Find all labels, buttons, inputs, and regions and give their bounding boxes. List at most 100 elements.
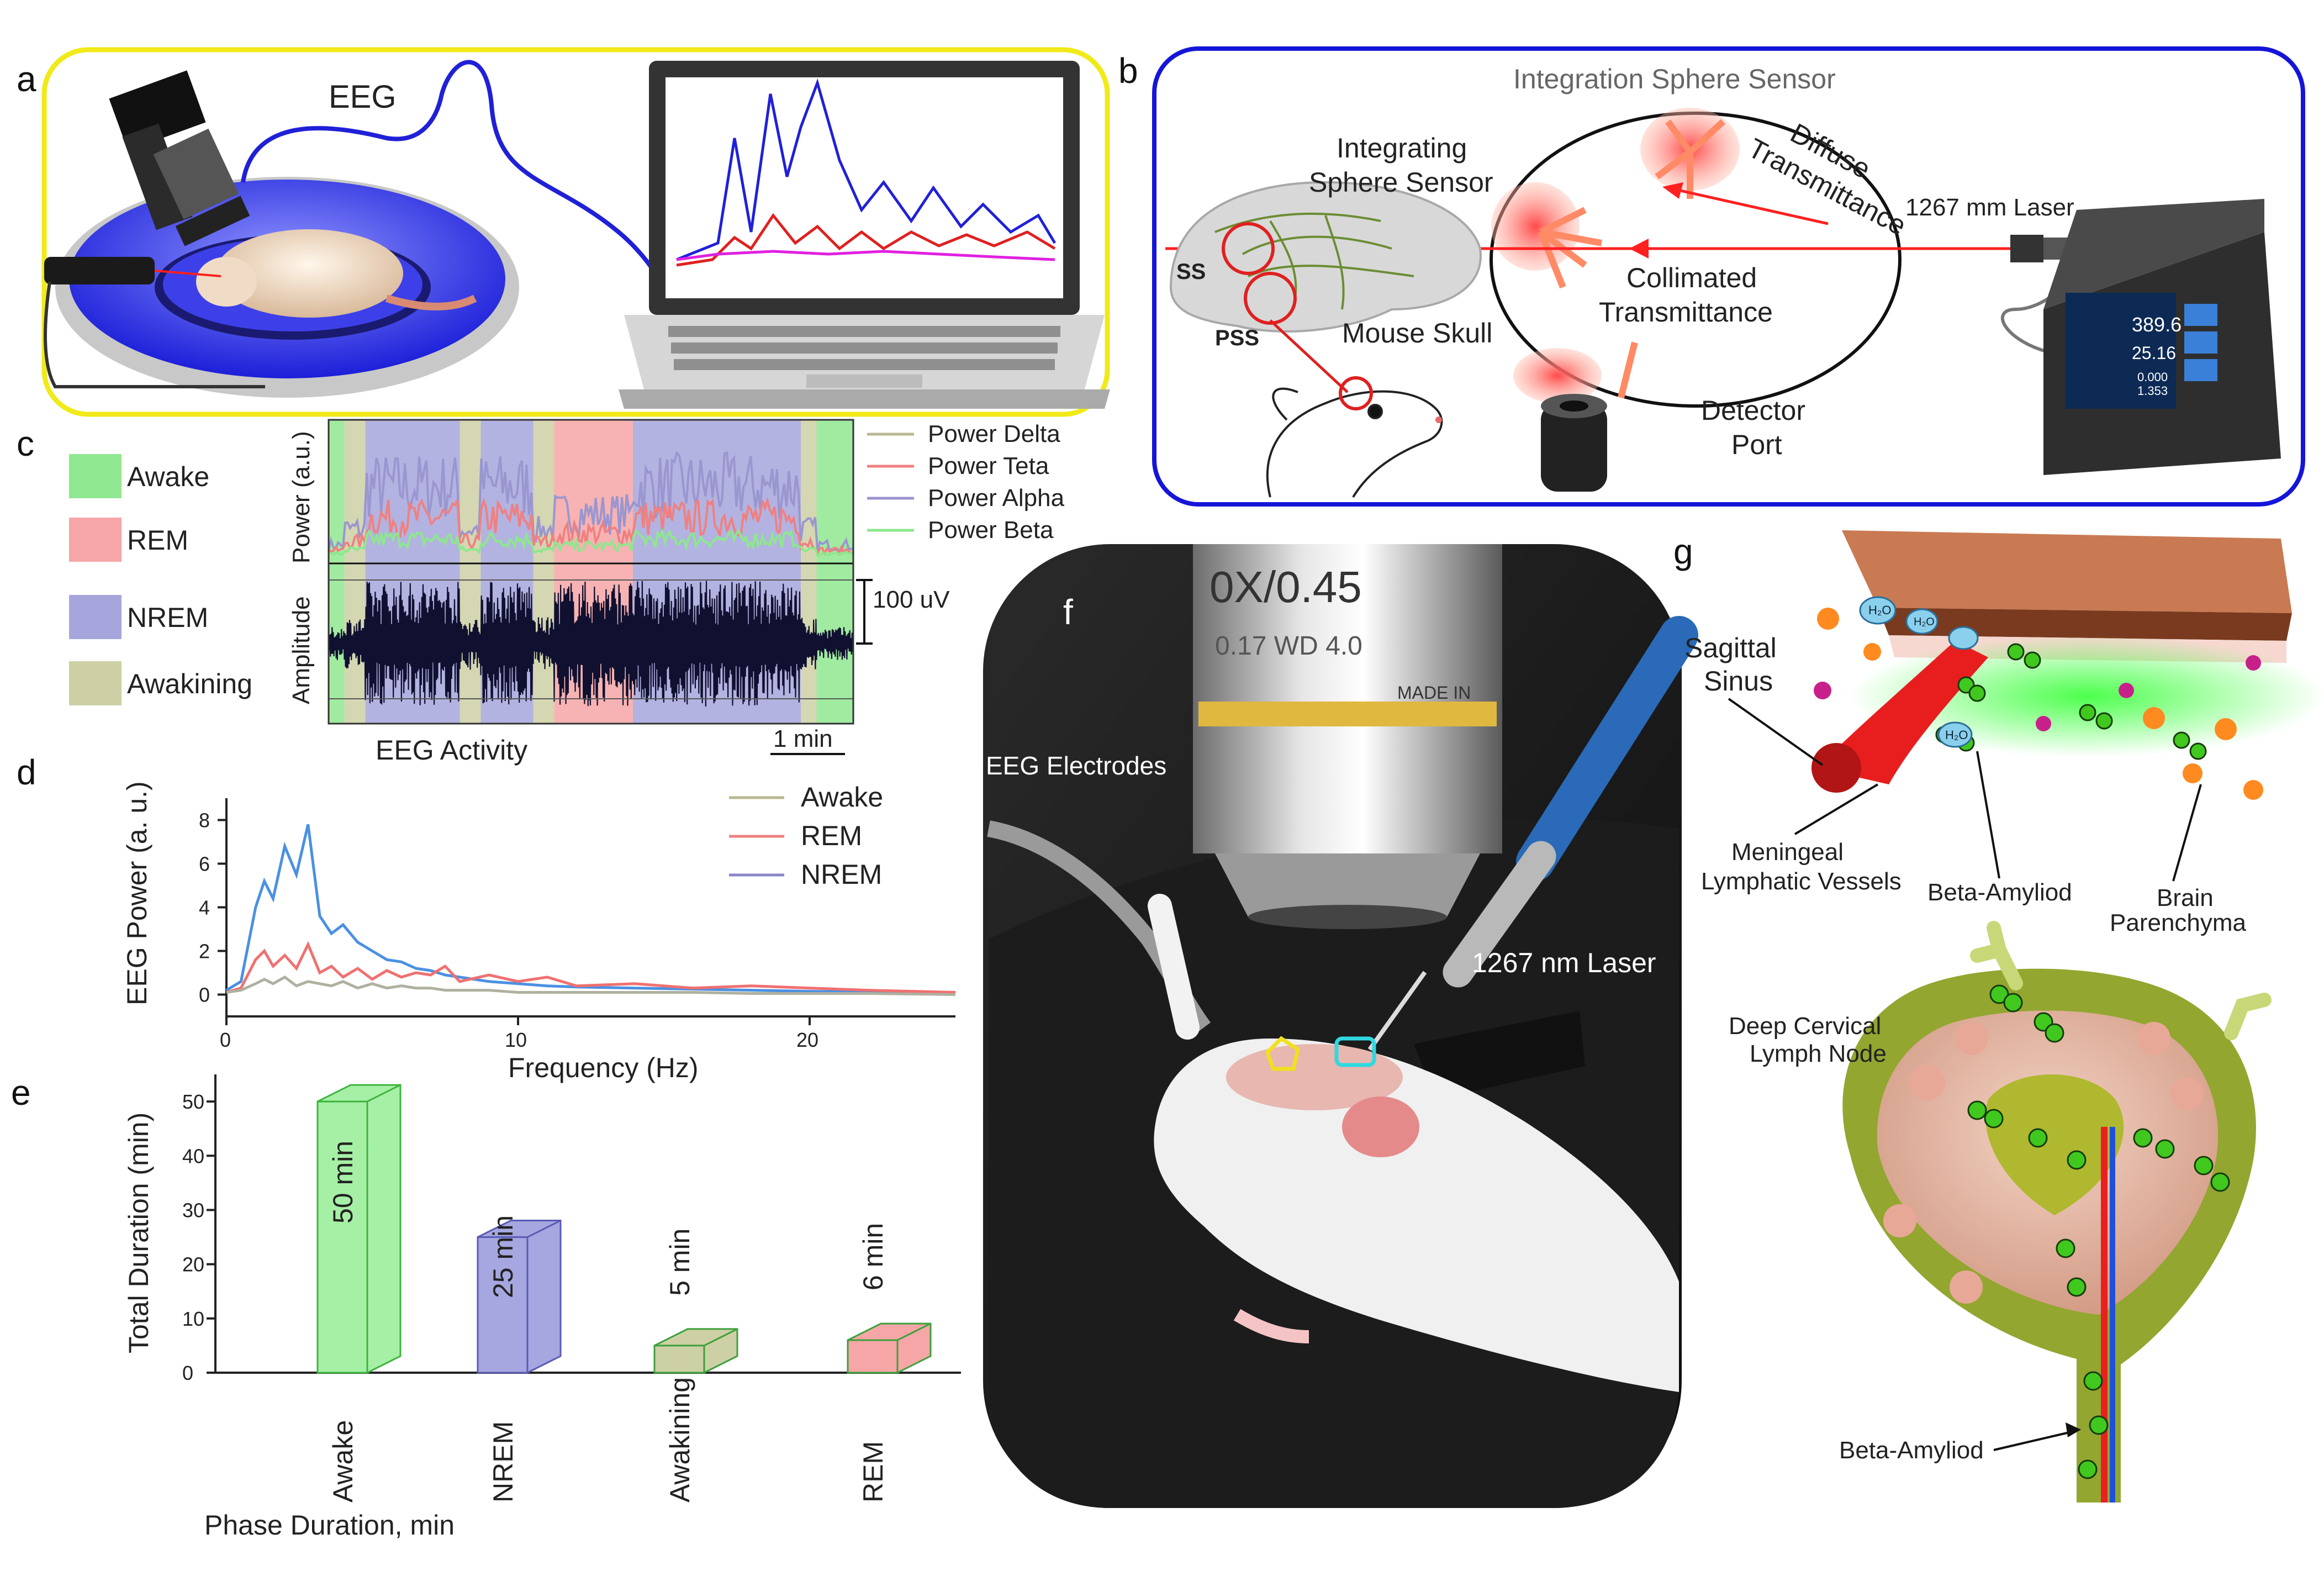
eeg-activity-plot [328,419,873,755]
bar-front-awake [316,1100,368,1374]
anesthetized-mouse [215,229,403,318]
mouse-brain-illustration: SS PSS [1169,181,1482,393]
panel-e-letter: e [11,1073,31,1113]
bar-front-nrem [477,1236,529,1374]
detector-line-1: Detector [1701,395,1805,426]
power-meter-illustration: 389.6 25.16 0.000 1.353 [2043,199,2281,475]
d-legend-label-2: NREM [801,859,882,890]
e-ytick-label-50: 50 [182,1090,204,1113]
laptop-trace-red [676,213,1056,267]
parenchyma-line-1: Brain [2157,884,2214,911]
panel-b-title: Integration Sphere Sensor [1513,64,1836,94]
category-label-awakining: Awakining [664,1377,695,1503]
mouse-bowl-illustration [44,70,519,398]
detector-line-2: Port [1731,429,1782,460]
power-legend-label-3: Power Beta [928,516,1054,544]
category-label-nrem: NREM [488,1421,519,1503]
meter-value-2: 25.16 [2132,343,2176,363]
detector-port-illustration [1541,341,1638,492]
bar-label-awakining: 5 min [664,1229,695,1296]
sinus-line-2: Sinus [1704,666,1773,697]
state-label-awake: Awake [127,461,209,492]
e-ytick-label-10: 10 [182,1308,204,1330]
panel-a-frame [41,47,1110,417]
eeg-cable [241,60,682,311]
e-ytick-label-0: 0 [182,1362,193,1384]
d-xlabel: Frequency (Hz) [508,1052,699,1083]
spectrum-series-nrem [225,824,956,994]
state-swatch-rem [69,518,122,562]
panel-g: g [1673,530,2324,1503]
time-scale-label: 1 min [773,725,833,752]
microscope-objective: 0X/0.45 0.17 WD 4.0 MADE IN [1193,544,1502,929]
power-trace-2 [329,527,854,557]
collimated-line-1: Collimated [1626,262,1757,293]
sinus-line-1: Sagittal [1684,632,1777,663]
state-band-3 [459,420,481,724]
integrating-line-1: Integrating [1337,133,1467,164]
beta-label-1: Beta-Amyliod [1927,879,2072,906]
bar-label-nrem: 25 min [488,1215,519,1298]
state-band-0 [329,420,345,724]
power-legend-label-2: Power Alpha [928,484,1065,512]
d-ytick-label-2: 2 [199,940,210,963]
meter-value-1: 389.6 [2132,313,2182,336]
power-legend-label-0: Power Delta [928,420,1060,447]
parenchyma-line-2: Parenchyma [2110,909,2247,936]
mouse-photo-illustration [1154,1036,1679,1392]
objective-na-text: 0X/0.45 [1209,562,1362,611]
beta-label-2: Beta-Amyliod [1839,1437,1984,1464]
eeg-activity-label: EEG Activity [376,735,527,766]
lymph-node-line-1: Deep Cervical [1729,1013,1881,1040]
scatter-arrows [1538,119,1726,289]
laptop-illustration [619,61,1110,409]
panel-c-letter: c [17,424,34,463]
power-trace-1 [328,497,854,556]
scale-bar-label: 100 uV [873,586,950,613]
eeg-label: EEG [329,79,397,115]
collimated-line-2: Transmittance [1599,297,1773,328]
spectrum-series-awake [226,975,956,996]
state-swatch-awakining [69,661,122,705]
d-ytick-label-6: 6 [199,853,210,876]
bar-label-rem: 6 min [858,1223,889,1290]
h2o-label-3: H₂O [1945,728,1968,742]
f-electrodes-label: EEG Electrodes [986,751,1166,780]
mouse-skull-label: Mouse Skull [1342,318,1492,349]
e-ytick-label-30: 30 [182,1199,204,1221]
neurons-magenta [1814,655,2261,731]
mouse-head-illustration [1266,376,1443,498]
skull-meninges-illustration: H₂O H₂O H₂O [1811,530,2324,800]
f-laser-label: 1267 nm Laser [1472,947,1656,978]
bar-edge-rem [897,1322,931,1341]
pss-label: PSS [1215,326,1259,350]
category-label-rem: REM [858,1441,889,1503]
d-ytick-label-4: 4 [199,897,210,919]
panel-g-letter: g [1673,531,1693,571]
laptop-trace-blue [676,78,1057,261]
power-trace-0 [328,450,854,552]
panel-f-letter: f [1063,592,1073,632]
meningeal-line-1: Meningeal [1731,839,1844,866]
integrating-line-2: Sphere Sensor [1309,167,1493,198]
h2o-label-2: H₂O [1914,616,1935,628]
ylabel-power: Power (a.u.) [288,431,315,563]
bar-label-awake: 50 min [328,1141,358,1224]
lymph-node-illustration [1842,921,2272,1503]
laser-fiber-holder [1367,616,1698,1099]
panel-b-letter: b [1118,51,1138,91]
d-ytick-label-8: 8 [199,809,210,832]
eeg-electrode-wires [987,820,1211,1040]
c-plot-frame [328,419,854,725]
amplitude-trace [328,581,854,707]
d-ytick-label-0: 0 [199,984,210,1006]
ss-label: SS [1176,260,1206,284]
e-ytick-label-40: 40 [182,1145,204,1167]
